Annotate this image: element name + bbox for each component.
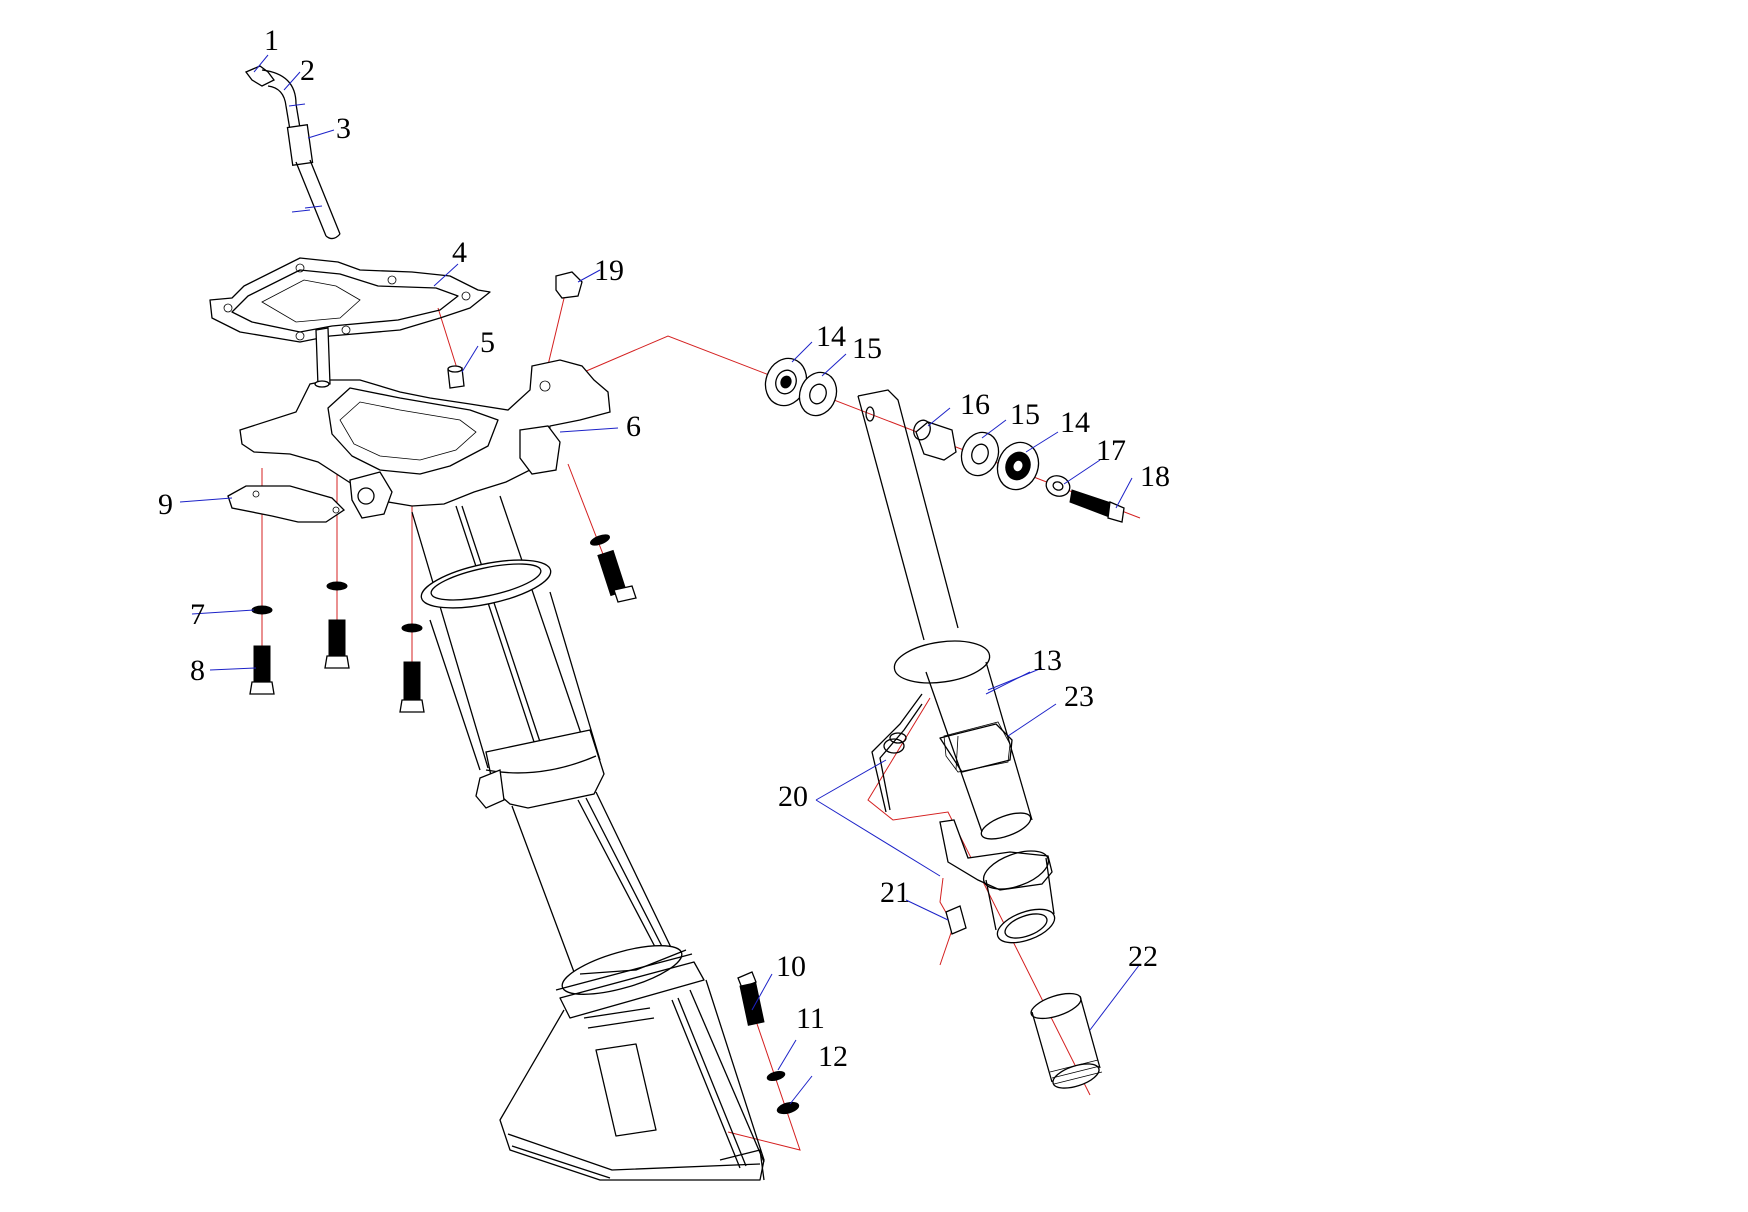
callout-8: 8: [190, 654, 205, 687]
driveshaft-housing: [411, 495, 765, 1181]
throttle-cable-fitting: [871, 693, 1053, 891]
callout-18: 18: [1140, 460, 1170, 493]
callout-4: 4: [452, 236, 467, 269]
callout-23: 23: [1064, 680, 1094, 713]
callout-21: 21: [880, 876, 910, 909]
swivel-tube: [982, 850, 1056, 944]
callout-1: 1: [264, 24, 279, 57]
clamp-ring: [943, 721, 1011, 773]
callout-11: 11: [796, 1002, 825, 1035]
callout-15b: 15: [1010, 398, 1040, 431]
cylinder-gasket: [209, 257, 491, 343]
bolt-10-11-12: [737, 971, 800, 1115]
callout-10: 10: [776, 950, 806, 983]
callout-20: 20: [778, 780, 808, 813]
callout-5: 5: [480, 326, 495, 359]
callout-13: 13: [1032, 644, 1062, 677]
tiller-arm: [857, 389, 1043, 840]
callout-16: 16: [960, 388, 990, 421]
callout-2: 2: [300, 54, 315, 87]
bolts-left: [249, 581, 425, 713]
breather-hose: [244, 65, 341, 240]
cover-plate: [227, 485, 346, 523]
adapter-plate: [239, 327, 611, 519]
callout-19: 19: [594, 254, 624, 287]
callout-15a: 15: [852, 332, 882, 365]
leader-lines: [179, 54, 1141, 1105]
bolt-right: [590, 534, 637, 603]
key: [945, 905, 967, 935]
callout-12: 12: [818, 1040, 848, 1073]
callout-14a: 14: [816, 320, 846, 353]
callout-17: 17: [1096, 434, 1126, 467]
callout-7: 7: [190, 598, 205, 631]
callout-14b: 14: [1060, 406, 1090, 439]
callout-6: 6: [626, 410, 641, 443]
callout-labels: 1 2 3 4 5 6 7 8 9 10 11 12 13 14 15 16 1…: [158, 24, 1170, 1073]
dowel-pin: [447, 365, 465, 389]
callout-22: 22: [1128, 940, 1158, 973]
bushing: [1030, 992, 1103, 1089]
pivot-washers: [764, 357, 1125, 523]
cap-nut: [555, 271, 583, 299]
callout-3: 3: [336, 112, 351, 145]
callout-9: 9: [158, 488, 173, 521]
